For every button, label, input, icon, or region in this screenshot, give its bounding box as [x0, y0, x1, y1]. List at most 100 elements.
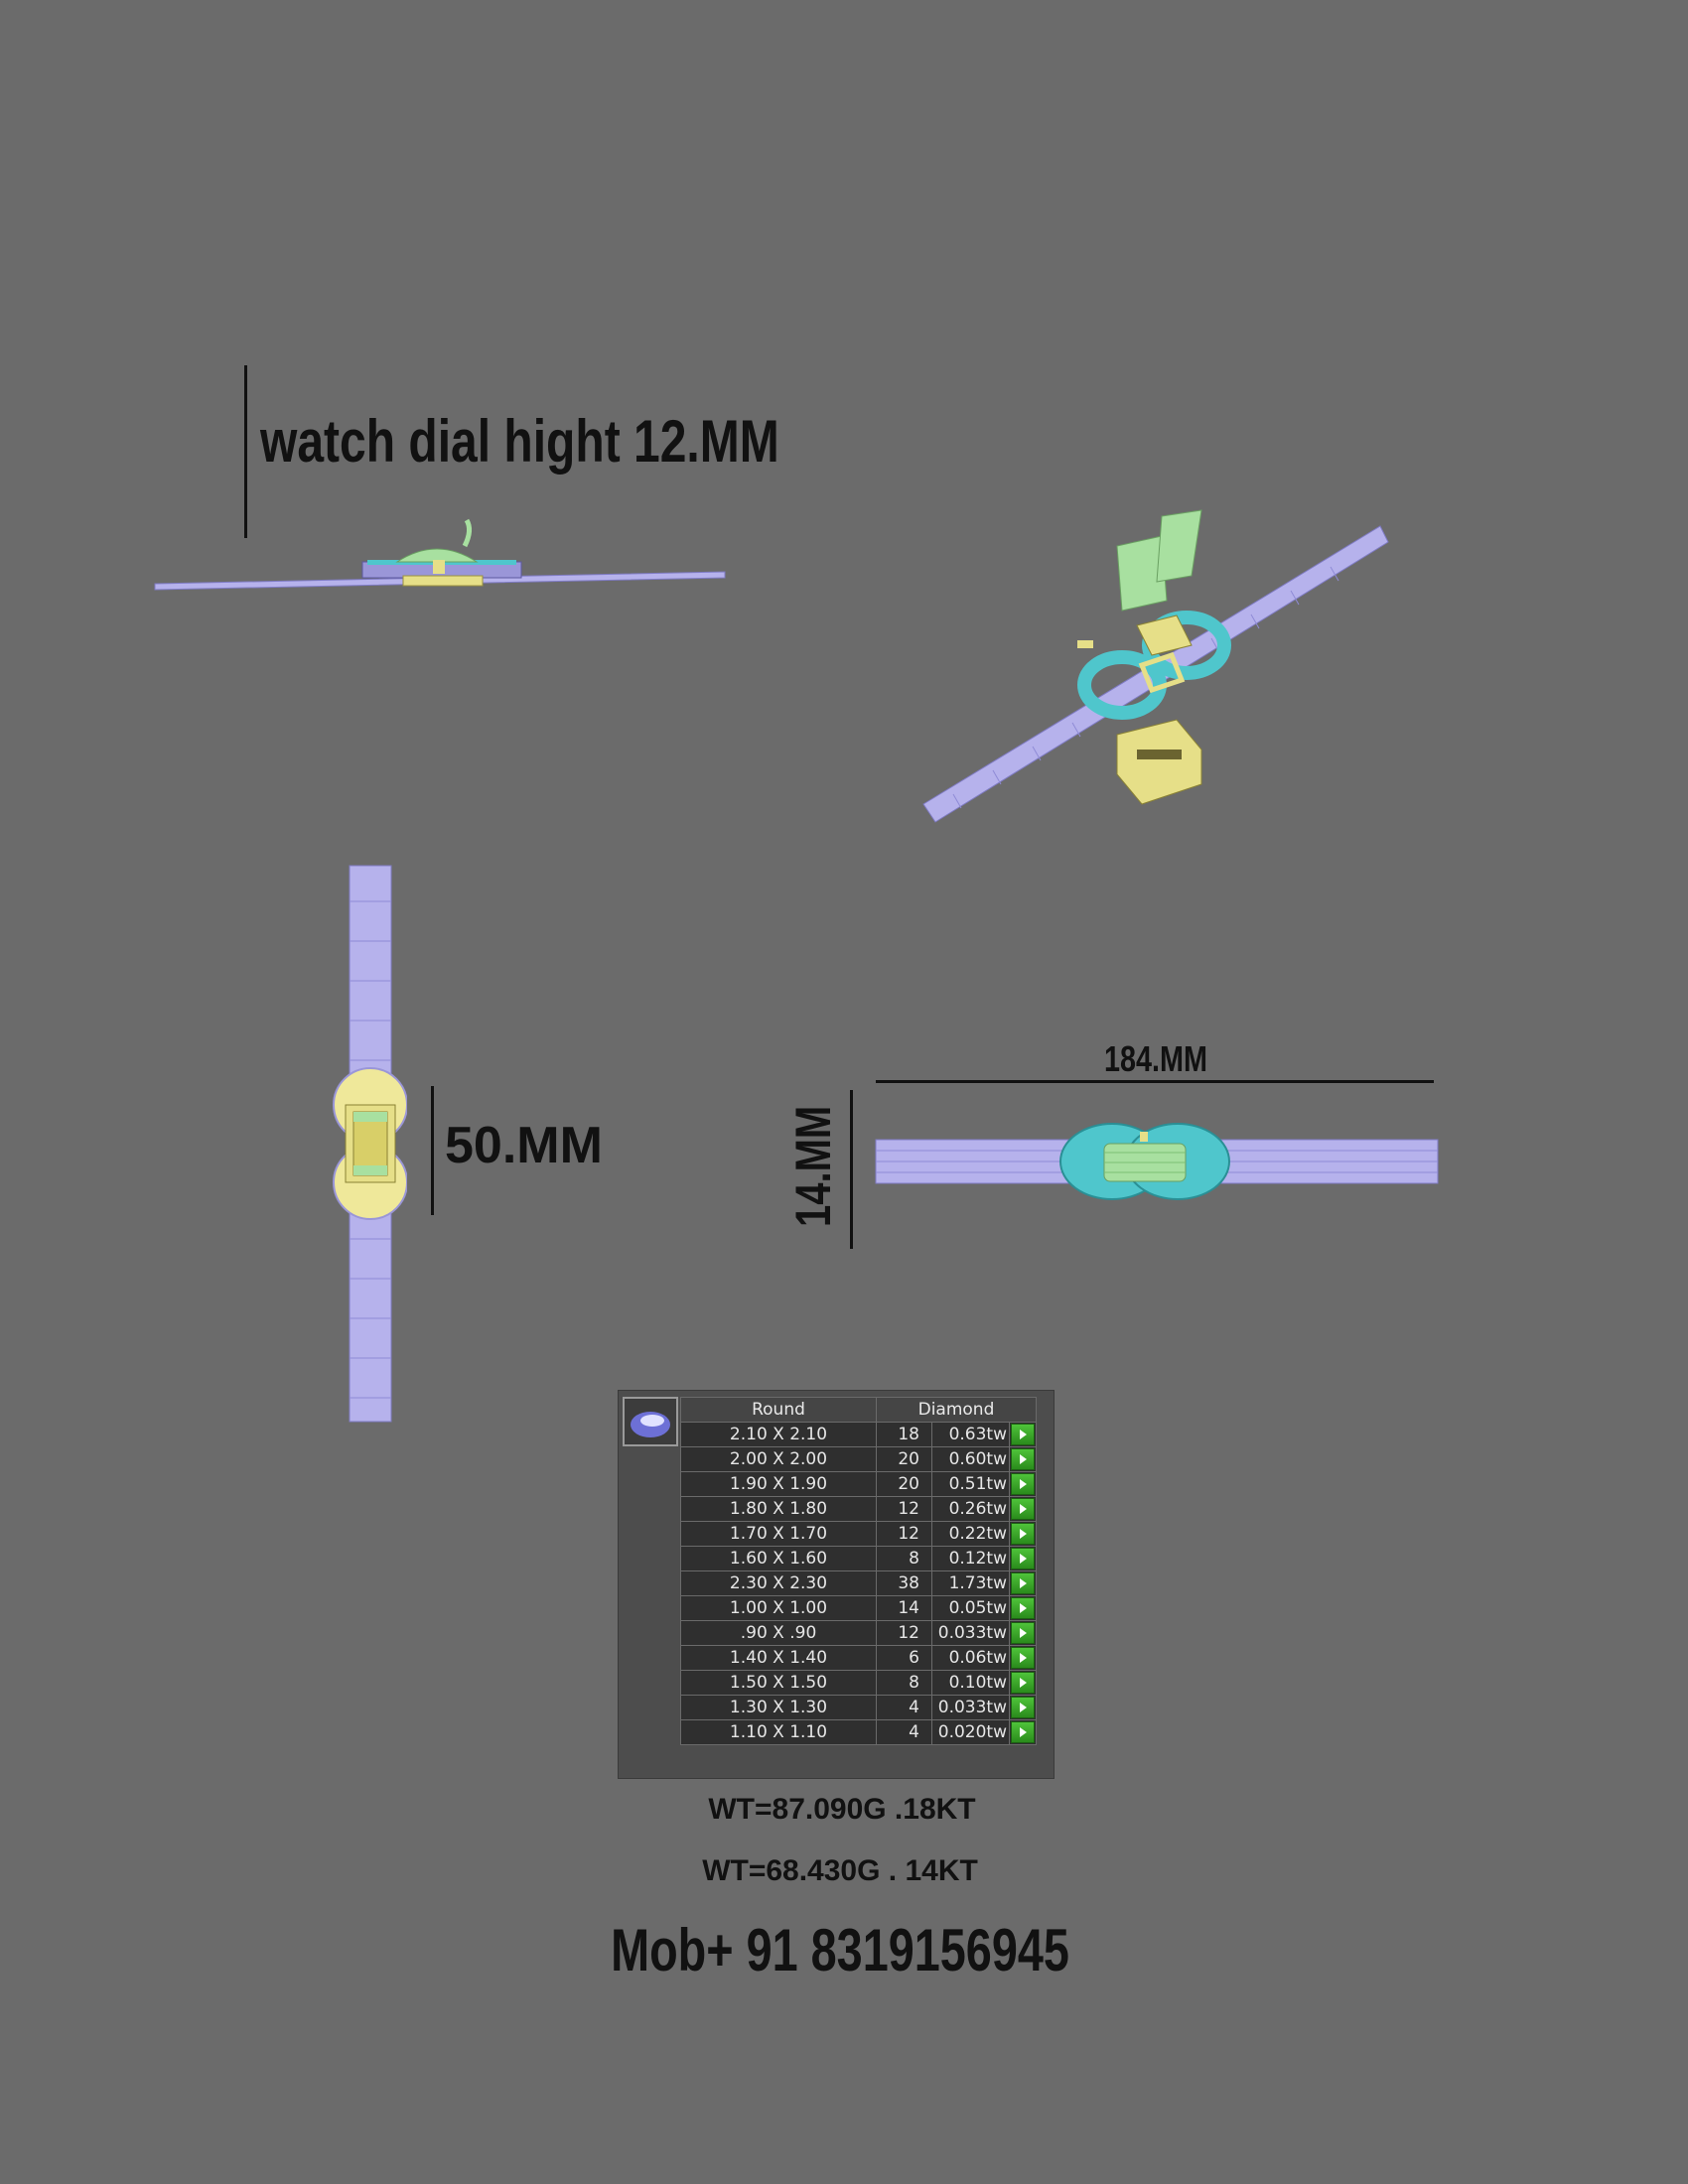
width-50-label: 50.MM	[445, 1117, 603, 1174]
stone-size-cell: 1.30 X 1.30	[680, 1695, 877, 1720]
dial-height-label: watch dial hight 12.MM	[260, 408, 779, 475]
row-action-cell	[1009, 1620, 1037, 1646]
stone-weight-cell: 0.020tw	[931, 1719, 1010, 1745]
stone-size-cell: 2.00 X 2.00	[680, 1446, 877, 1472]
stone-count-cell: 12	[876, 1620, 932, 1646]
row-action-cell	[1009, 1719, 1037, 1745]
play-arrow-icon[interactable]	[1011, 1572, 1035, 1594]
stone-weight-cell: 0.22tw	[931, 1521, 1010, 1547]
top-view-drawing	[333, 865, 407, 1423]
row-action-cell	[1009, 1645, 1037, 1671]
stone-weight-cell: 0.033tw	[931, 1695, 1010, 1720]
width-14-label: 14.MM	[785, 1105, 841, 1227]
stone-count-cell: 18	[876, 1422, 932, 1447]
play-arrow-icon[interactable]	[1011, 1622, 1035, 1644]
play-arrow-icon[interactable]	[1011, 1424, 1035, 1445]
stone-weight-cell: 0.63tw	[931, 1422, 1010, 1447]
length-184-label: 184.MM	[1104, 1038, 1208, 1079]
row-action-cell	[1009, 1521, 1037, 1547]
stone-weight-cell: 0.06tw	[931, 1645, 1010, 1671]
round-diamond-icon	[631, 1412, 670, 1437]
stone-size-cell: 2.30 X 2.30	[680, 1570, 877, 1596]
row-action-cell	[1009, 1595, 1037, 1621]
play-arrow-icon[interactable]	[1011, 1523, 1035, 1545]
play-arrow-icon[interactable]	[1011, 1597, 1035, 1619]
stone-weight-cell: 0.033tw	[931, 1620, 1010, 1646]
row-action-cell	[1009, 1422, 1037, 1447]
stone-count-cell: 14	[876, 1595, 932, 1621]
stone-count-cell: 20	[876, 1471, 932, 1497]
row-action-cell	[1009, 1446, 1037, 1472]
stone-weight-cell: 1.73tw	[931, 1570, 1010, 1596]
weight-14kt: WT=68.430G . 14KT	[702, 1854, 978, 1887]
row-action-cell	[1009, 1471, 1037, 1497]
row-action-cell	[1009, 1496, 1037, 1522]
length-184-dimension-line	[876, 1080, 1434, 1083]
width-14-dimension-line	[850, 1090, 853, 1249]
stone-count-cell: 8	[876, 1670, 932, 1696]
stone-weight-cell: 0.12tw	[931, 1546, 1010, 1571]
play-arrow-icon[interactable]	[1011, 1697, 1035, 1718]
column-header-type: Diamond	[876, 1397, 1037, 1423]
stone-count-cell: 6	[876, 1645, 932, 1671]
stone-size-cell: 1.10 X 1.10	[680, 1719, 877, 1745]
play-arrow-icon[interactable]	[1011, 1548, 1035, 1570]
stone-size-cell: 2.10 X 2.10	[680, 1422, 877, 1447]
stone-count-cell: 38	[876, 1570, 932, 1596]
play-arrow-icon[interactable]	[1011, 1498, 1035, 1520]
stone-count-cell: 4	[876, 1719, 932, 1745]
row-action-cell	[1009, 1695, 1037, 1720]
stone-weight-cell: 0.60tw	[931, 1446, 1010, 1472]
stone-weight-cell: 0.51tw	[931, 1471, 1010, 1497]
stone-count-cell: 12	[876, 1521, 932, 1547]
front-view-drawing	[875, 1123, 1439, 1200]
exploded-view-drawing	[922, 509, 1389, 823]
stone-size-cell: 1.70 X 1.70	[680, 1521, 877, 1547]
stone-weight-cell: 0.10tw	[931, 1670, 1010, 1696]
play-arrow-icon[interactable]	[1011, 1672, 1035, 1694]
stone-size-cell: .90 X .90	[680, 1620, 877, 1646]
row-action-cell	[1009, 1546, 1037, 1571]
play-arrow-icon[interactable]	[1011, 1647, 1035, 1669]
row-action-cell	[1009, 1570, 1037, 1596]
play-arrow-icon[interactable]	[1011, 1448, 1035, 1470]
stone-size-cell: 1.40 X 1.40	[680, 1645, 877, 1671]
play-arrow-icon[interactable]	[1011, 1721, 1035, 1743]
stone-count-cell: 12	[876, 1496, 932, 1522]
round-diamond-thumbnail[interactable]	[623, 1397, 678, 1446]
stone-weight-cell: 0.05tw	[931, 1595, 1010, 1621]
stone-size-cell: 1.60 X 1.60	[680, 1546, 877, 1571]
stone-size-cell: 1.90 X 1.90	[680, 1471, 877, 1497]
stone-size-cell: 1.00 X 1.00	[680, 1595, 877, 1621]
dial-height-dimension-line	[244, 365, 247, 538]
stone-count-cell: 8	[876, 1546, 932, 1571]
stone-size-cell: 1.50 X 1.50	[680, 1670, 877, 1696]
contact-phone: Mob+ 91 8319156945	[611, 1917, 1069, 1983]
stone-weight-cell: 0.26tw	[931, 1496, 1010, 1522]
side-view-drawing	[154, 518, 726, 591]
stone-count-cell: 4	[876, 1695, 932, 1720]
row-action-cell	[1009, 1670, 1037, 1696]
column-header-shape: Round	[680, 1397, 877, 1423]
stone-count-cell: 20	[876, 1446, 932, 1472]
play-arrow-icon[interactable]	[1011, 1473, 1035, 1495]
weight-18kt: WT=87.090G .18KT	[708, 1793, 976, 1826]
stone-size-cell: 1.80 X 1.80	[680, 1496, 877, 1522]
width-50-dimension-line	[431, 1086, 434, 1215]
